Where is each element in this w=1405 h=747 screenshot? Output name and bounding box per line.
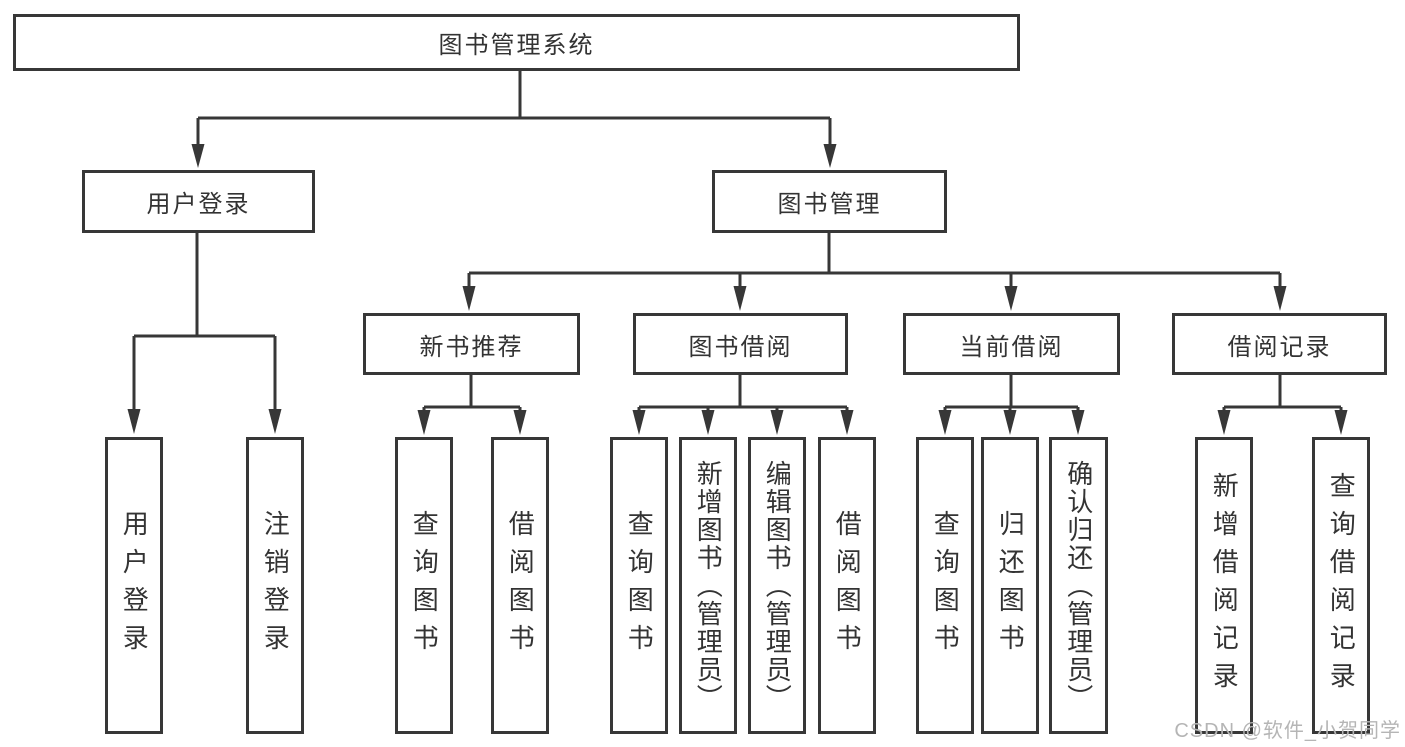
- node-book-borrowing: 图书借阅: [633, 313, 848, 375]
- node-label: 新书推荐: [419, 333, 524, 361]
- arrowhead-book-mgmt: [823, 144, 837, 168]
- connector-book-borrow-children: [632, 375, 854, 435]
- leaf-br-add-record: 新增借阅记录: [1195, 437, 1253, 734]
- leaf-cb-query-books: 查询图书: [916, 437, 974, 734]
- csdn-watermark: CSDN @软件_小贺同学: [1174, 720, 1401, 742]
- node-label: 借阅记录: [1227, 333, 1332, 361]
- leaf-bb-add-books-admin: 新增图书（管理员）: [679, 437, 737, 734]
- node-book-management: 图书管理: [712, 170, 947, 233]
- leaf-label: 借阅图书: [505, 509, 536, 662]
- leaf-label: 查询图书: [930, 509, 961, 662]
- leaf-label: 确认归还（管理员）: [1063, 459, 1094, 712]
- connector-root-to-level2: [191, 71, 837, 168]
- leaf-bb-edit-books-admin: 编辑图书（管理员）: [748, 437, 806, 734]
- node-label: 当前借阅: [959, 333, 1064, 361]
- node-label: 图书借阅: [688, 333, 793, 361]
- node-new-book-recommend: 新书推荐: [363, 313, 580, 375]
- arrowhead-borrow-records: [1273, 286, 1287, 311]
- leaf-bb-query-books: 查询图书: [610, 437, 668, 734]
- node-label: 图书管理系统: [438, 32, 595, 59]
- leaf-label: 编辑图书（管理员）: [762, 459, 793, 712]
- arrowhead-current-borrow: [1004, 286, 1018, 311]
- leaf-label: 归还图书: [995, 509, 1026, 662]
- connector-new-books-children: [417, 375, 527, 435]
- leaf-label: 借阅图书: [832, 509, 863, 662]
- connector-book-mgmt-to-level3: [462, 233, 1287, 311]
- node-current-borrowing: 当前借阅: [903, 313, 1120, 375]
- leaf-label: 查询图书: [409, 509, 440, 662]
- arrowhead-leaf-user-login: [127, 409, 141, 434]
- leaf-label: 新增图书（管理员）: [693, 459, 724, 712]
- leaf-logout: 注销登录: [246, 437, 304, 734]
- node-user-login: 用户登录: [82, 170, 315, 233]
- arrowhead-book-borrow: [733, 286, 747, 311]
- leaf-cb-return-books: 归还图书: [981, 437, 1039, 734]
- leaf-nb-borrow-books: 借阅图书: [491, 437, 549, 734]
- node-label: 图书管理: [777, 191, 882, 218]
- leaf-nb-query-books: 查询图书: [395, 437, 453, 734]
- arrowhead-leaf-logout: [268, 409, 282, 434]
- leaf-br-query-record: 查询借阅记录: [1312, 437, 1370, 734]
- leaf-label: 查询借阅记录: [1326, 471, 1357, 700]
- leaf-user-login: 用户登录: [105, 437, 163, 734]
- connector-borrow-records-children: [1217, 375, 1348, 435]
- arrowhead-user-login: [191, 144, 205, 168]
- connector-current-borrow-children: [938, 375, 1085, 435]
- connector-user-login-children: [127, 233, 282, 434]
- node-borrow-records: 借阅记录: [1172, 313, 1387, 375]
- leaf-label: 新增借阅记录: [1209, 471, 1240, 700]
- leaf-cb-confirm-return-admin: 确认归还（管理员）: [1049, 437, 1108, 734]
- leaf-label: 用户登录: [119, 509, 150, 662]
- leaf-label: 查询图书: [624, 509, 655, 662]
- arrowhead-new-books: [462, 286, 476, 311]
- node-book-management-system: 图书管理系统: [13, 14, 1020, 71]
- leaf-bb-borrow-books: 借阅图书: [818, 437, 876, 734]
- node-label: 用户登录: [146, 191, 251, 218]
- leaf-label: 注销登录: [260, 509, 291, 662]
